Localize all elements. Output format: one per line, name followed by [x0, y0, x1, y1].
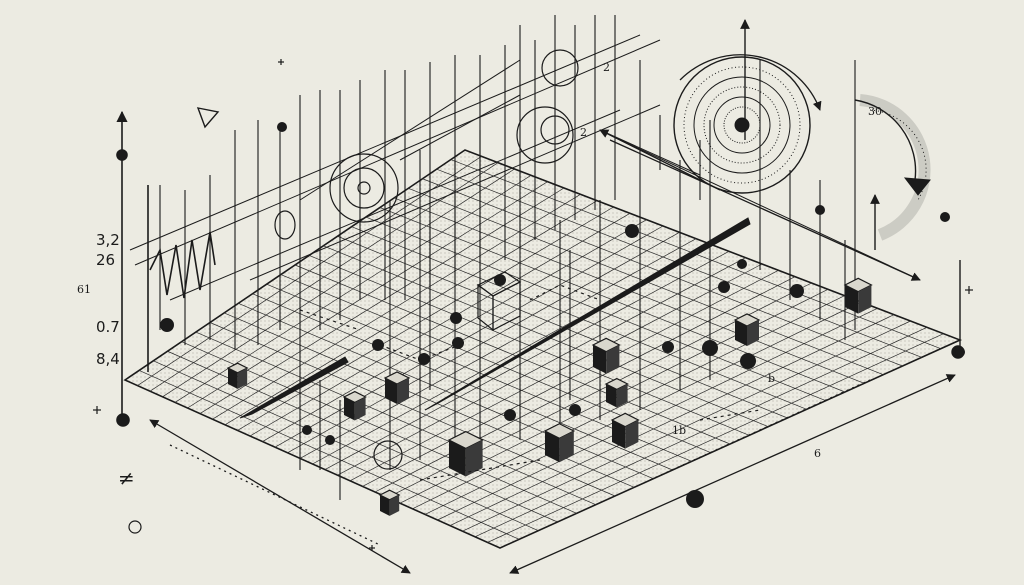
dashed-paths [299, 284, 761, 481]
grid-line [249, 213, 631, 437]
sphere-icon [718, 281, 730, 293]
left-axis [116, 110, 149, 427]
vertical-guides [159, 15, 856, 500]
diagonal-guides [129, 34, 921, 301]
cube-icon [378, 489, 401, 516]
spheres [160, 122, 965, 508]
triangle-icon [196, 107, 220, 129]
sphere-icon [790, 284, 804, 298]
cube-icon [383, 371, 411, 405]
cross-marks [93, 59, 973, 551]
sphere-icon [702, 340, 718, 356]
sphere-icon [569, 404, 581, 416]
sphere-icon [737, 259, 747, 269]
sphere-icon [740, 353, 756, 369]
sphere-icon [940, 212, 950, 222]
sphere-icon [494, 274, 506, 286]
cube-icon [604, 377, 629, 408]
sphere-icon [325, 435, 335, 445]
cube-icon [226, 362, 249, 389]
grid-line [199, 187, 565, 414]
sphere-icon [450, 312, 462, 324]
arc-gauge-icon [854, 94, 931, 241]
sphere-icon [625, 224, 639, 238]
wave-curve [149, 231, 216, 299]
grid-line [149, 162, 499, 392]
cube-icon [543, 423, 576, 463]
sphere-icon [452, 337, 464, 349]
axis-label-3: 61 [77, 283, 91, 296]
sphere-icon [955, 347, 965, 357]
plus-sign: ≠ [118, 466, 135, 490]
sphere-icon [686, 490, 704, 508]
side-mark: 6 [814, 447, 821, 460]
sphere-icon [815, 205, 825, 215]
axis-label-4: 0.7 [96, 318, 120, 336]
cube-icon [591, 337, 621, 374]
dimension-arrows [149, 129, 956, 574]
sphere-icon [160, 318, 174, 332]
axis-label-2: 26 [96, 251, 116, 269]
sphere-icon [418, 353, 430, 365]
grid-plane [123, 149, 963, 549]
grid-line [349, 263, 763, 482]
grid-line [137, 156, 482, 386]
circle-label-top: 2 [603, 61, 610, 74]
sphere-icon [662, 341, 674, 353]
dial-icon [673, 54, 822, 194]
grid-line [162, 168, 515, 398]
grid-line [187, 181, 548, 409]
cube-icon [342, 390, 367, 421]
sphere-icon [504, 409, 516, 421]
axis-label-5: 8,4 [96, 350, 120, 368]
sphere-icon [302, 425, 312, 435]
cube-icon [843, 277, 873, 314]
sphere-icon [277, 122, 287, 132]
cube-icon [447, 430, 484, 477]
target-circle-icon [128, 49, 579, 534]
circle-label-mid: 2 [580, 126, 587, 139]
cube-icon [733, 313, 761, 347]
needle-shapes [239, 217, 751, 419]
axis-label-1: 3,2 [96, 231, 120, 249]
sphere-icon [372, 339, 384, 351]
grid-label-lb: 1b [672, 424, 687, 437]
cube-icon [610, 412, 640, 449]
grid-label-b: b [768, 372, 776, 385]
wireframe-cube-icon [476, 271, 522, 332]
cubes [226, 277, 873, 516]
grid-line [212, 194, 581, 420]
dial-label: 30 [868, 105, 882, 118]
